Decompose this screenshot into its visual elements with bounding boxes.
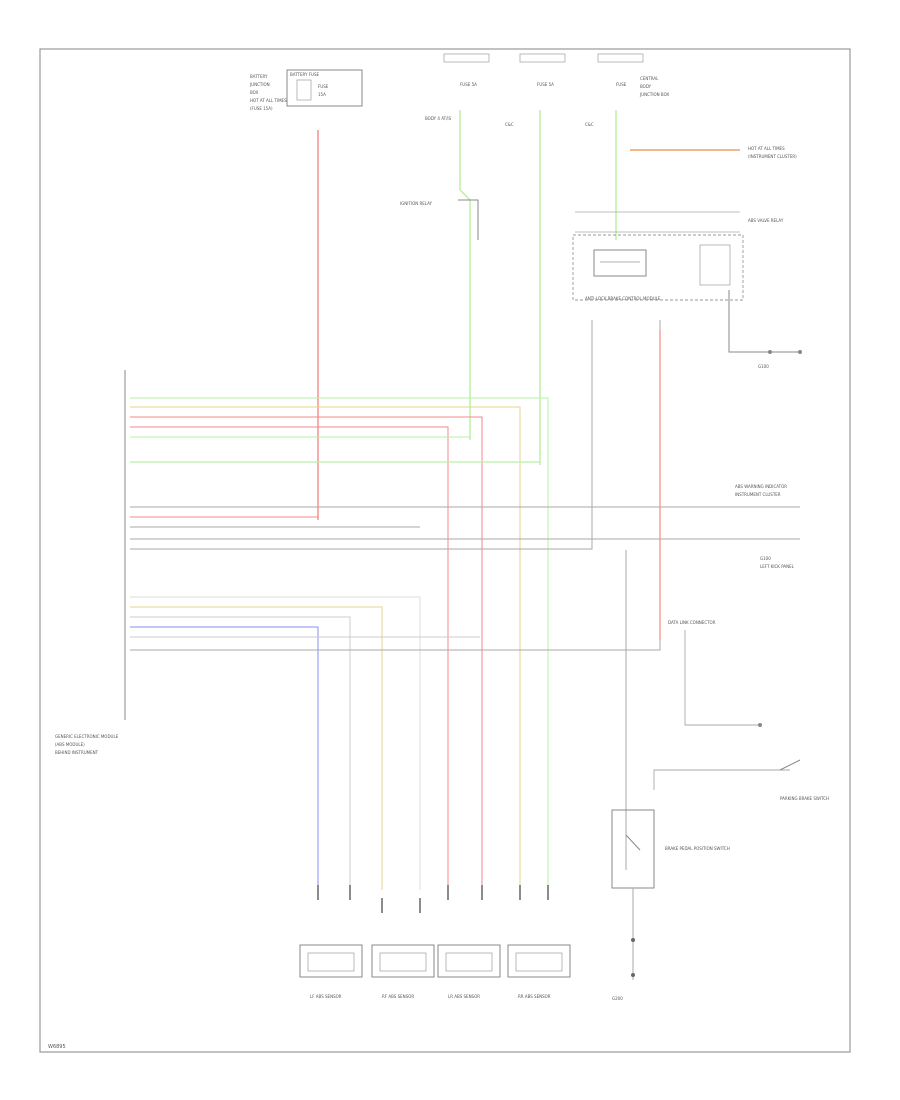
svg-text:FUSE: FUSE <box>616 82 627 87</box>
svg-text:BATTERY FUSE: BATTERY FUSE <box>290 72 320 77</box>
wire-yellow-h2 <box>130 406 521 890</box>
svg-text:HOT AT ALL TIMES: HOT AT ALL TIMES <box>748 146 785 151</box>
svg-text:FUSE: FUSE <box>318 84 329 89</box>
footer-code: W6895 <box>48 1044 66 1050</box>
data-link-connector: DATA LINK CONNECTOR <box>668 620 762 727</box>
g200-label: G200 <box>612 996 623 1001</box>
top-left-fuse-box: BATTERY JUNCTION BOX HOT AT ALL TIMES (F… <box>249 69 363 111</box>
wire-yellow-h13 <box>130 606 383 890</box>
wire-green-1 <box>459 110 471 440</box>
wire-gray-h17 <box>130 320 661 651</box>
svg-text:HOT AT ALL TIMES: HOT AT ALL TIMES <box>250 98 287 103</box>
lr-sensor-label: LR ABS SENSOR <box>448 994 480 999</box>
wire-green-h1 <box>130 397 549 890</box>
instrument-cluster-label: INSTRUMENT CLUSTER <box>735 492 781 497</box>
svg-text:BOX: BOX <box>250 90 259 95</box>
right-ground: G100 <box>728 290 802 369</box>
abs-module-label: ANTI-LOCK BRAKE CONTROL MODULE <box>585 296 661 301</box>
sensor-rr: RR ABS SENSOR <box>507 944 571 999</box>
brake-switch-label: BRAKE PEDAL POSITION SWITCH <box>665 846 730 851</box>
wire-gray-h12 <box>130 596 421 890</box>
ignition-relay: IGNITION RELAY <box>400 199 479 240</box>
wire-red-h3 <box>130 416 483 890</box>
lf-sensor-label: LF ABS SENSOR <box>310 994 342 999</box>
svg-text:(INSTRUMENT CLUSTER): (INSTRUMENT CLUSTER) <box>748 154 797 159</box>
svg-text:C&C: C&C <box>585 122 594 127</box>
svg-text:(FUSE 15A): (FUSE 15A) <box>250 106 273 111</box>
rf-sensor-label: RF ABS SENSOR <box>382 994 414 999</box>
wire-gray-h14 <box>130 616 351 890</box>
svg-text:LEFT KICK PANEL: LEFT KICK PANEL <box>760 564 795 569</box>
svg-text:15A: 15A <box>318 92 326 97</box>
right-labels: HOT AT ALL TIMES (INSTRUMENT CLUSTER) AB… <box>735 146 797 569</box>
svg-text:FUSE 5A: FUSE 5A <box>537 82 554 87</box>
sensor-lr: LR ABS SENSOR <box>437 944 501 999</box>
svg-text:(ABS MODULE): (ABS MODULE) <box>55 742 85 747</box>
top-connectors: FUSE 5A FUSE 5A FUSE CENTRAL BODY JUNCTI… <box>425 53 669 127</box>
svg-text:JUNCTION BOX: JUNCTION BOX <box>639 92 669 97</box>
sensor-lf: LF ABS SENSOR <box>299 944 363 999</box>
generic-module-connector: GENERIC ELECTRONIC MODULE (ABS MODULE) B… <box>55 370 126 755</box>
data-link-label: DATA LINK CONNECTOR <box>668 620 716 625</box>
svg-text:JUNCTION: JUNCTION <box>249 82 270 87</box>
sensor-rf: RF ABS SENSOR <box>371 944 435 999</box>
svg-text:BEHIND INSTRUMENT: BEHIND INSTRUMENT <box>55 750 99 755</box>
svg-text:G100: G100 <box>760 556 771 561</box>
ground-label: G100 <box>758 364 769 369</box>
svg-text:BATTERY: BATTERY <box>250 74 268 79</box>
wire-blue-h15 <box>130 626 319 890</box>
warning-indicator-label: ABS WARNING INDICATOR <box>735 484 787 489</box>
svg-text:BODY: BODY <box>640 84 652 89</box>
svg-text:C&C: C&C <box>505 122 514 127</box>
svg-text:FUSE 5A: FUSE 5A <box>460 82 477 87</box>
rr-sensor-label: RR ABS SENSOR <box>518 994 551 999</box>
svg-text:BODY 4 AT/IS: BODY 4 AT/IS <box>425 116 452 121</box>
ignition-relay-label: IGNITION RELAY <box>400 201 433 206</box>
brake-pedal-switch: BRAKE PEDAL POSITION SWITCH PARKING BRAK… <box>611 550 829 1001</box>
wire-red-h4 <box>130 426 449 890</box>
abs-valve-label: ABS VALVE RELAY <box>748 218 784 223</box>
svg-text:CENTRAL: CENTRAL <box>640 76 659 81</box>
abs-control-module: ANTI-LOCK BRAKE CONTROL MODULE ABS VALVE… <box>572 211 784 301</box>
module-label: GENERIC ELECTRONIC MODULE <box>55 734 119 739</box>
sensor-connector-pins <box>317 885 549 913</box>
wire-gray-h11 <box>130 320 593 550</box>
parking-brake-label: PARKING BRAKE SWITCH <box>780 796 829 801</box>
diagram-frame <box>39 48 851 1053</box>
